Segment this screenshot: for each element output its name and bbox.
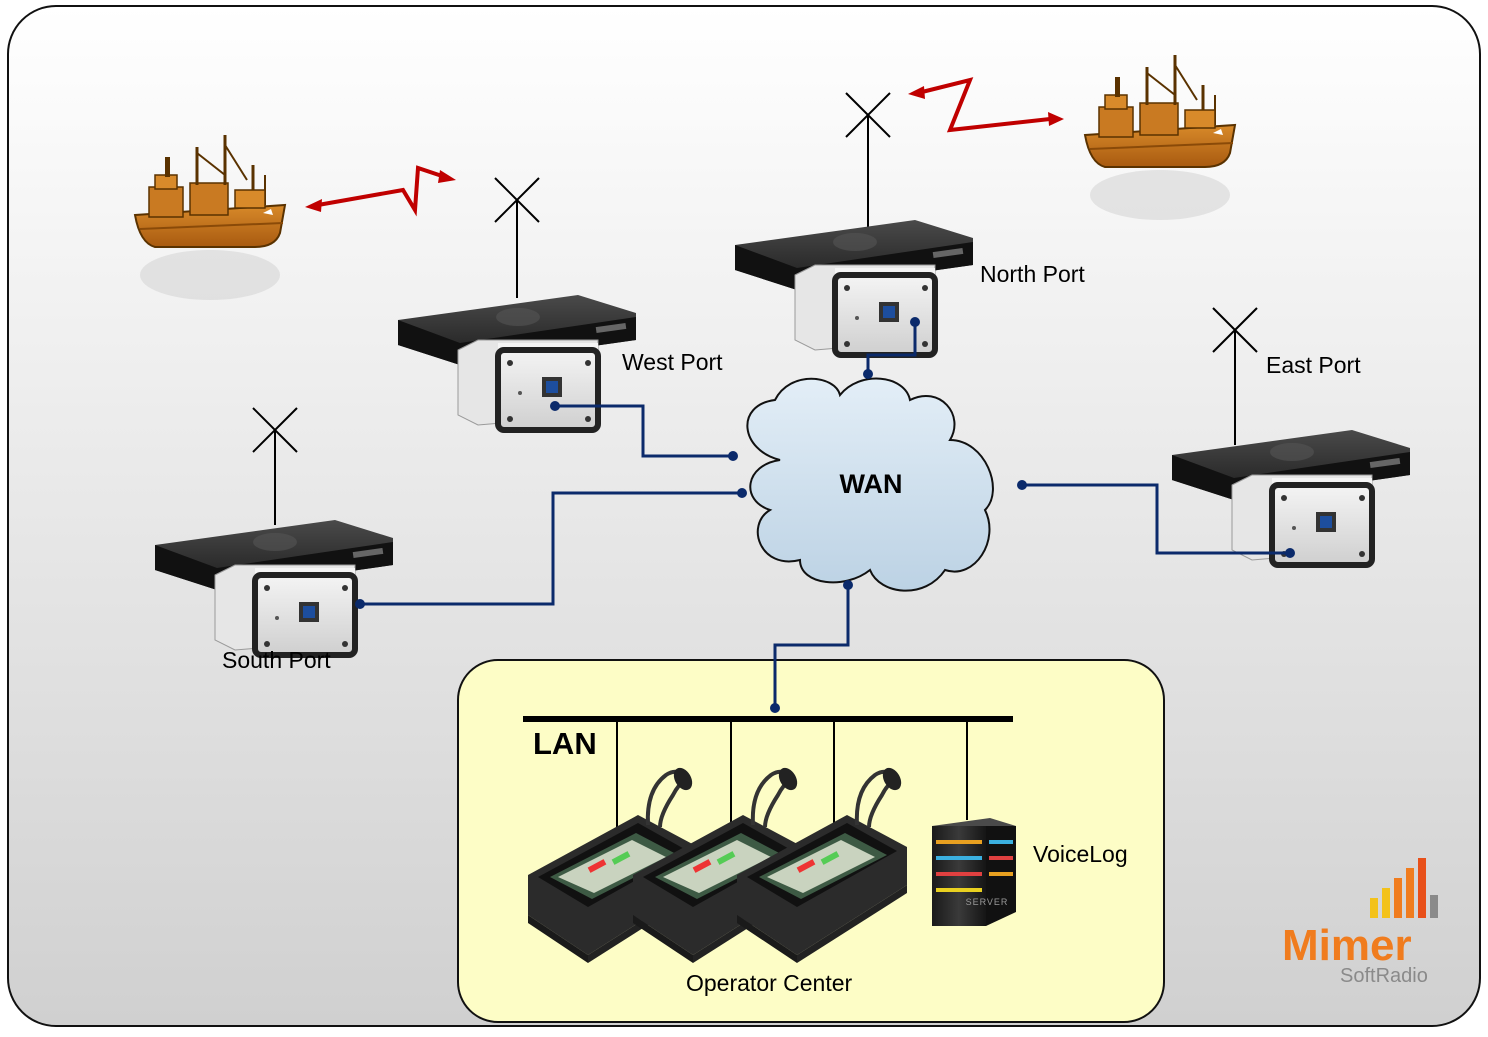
wan-label: WAN [840, 469, 903, 499]
link-endpoints [355, 317, 1295, 713]
logo-name: Mimer [1282, 921, 1412, 970]
antenna-north [845, 92, 891, 232]
west-port-label: West Port [622, 349, 723, 375]
lan-bus [523, 716, 1013, 840]
radio-link-west [305, 165, 456, 217]
north-port-label: North Port [980, 261, 1085, 287]
mimer-logo: Mimer SoftRadio [1282, 858, 1438, 987]
radio-link-north [908, 77, 1064, 133]
link-south [360, 491, 742, 606]
logo-sub: SoftRadio [1340, 965, 1428, 987]
network-links [360, 322, 1290, 708]
south-port-label: South Port [222, 647, 331, 673]
voicelog-label: VoiceLog [1033, 841, 1128, 867]
antenna-west [494, 177, 540, 298]
voicelog-server: SERVER [932, 818, 1016, 926]
link-north [866, 322, 917, 374]
lan-label: LAN [533, 726, 597, 761]
east-port-label: East Port [1266, 352, 1361, 378]
operator-center-label: Operator Center [686, 970, 853, 996]
antenna-east [1212, 307, 1258, 445]
link-east [1022, 483, 1290, 555]
link-west [555, 404, 733, 458]
link-lan [773, 585, 850, 708]
wan-cloud: WAN [746, 377, 994, 592]
server-text: SERVER [966, 897, 1009, 907]
antenna-south [252, 407, 298, 525]
